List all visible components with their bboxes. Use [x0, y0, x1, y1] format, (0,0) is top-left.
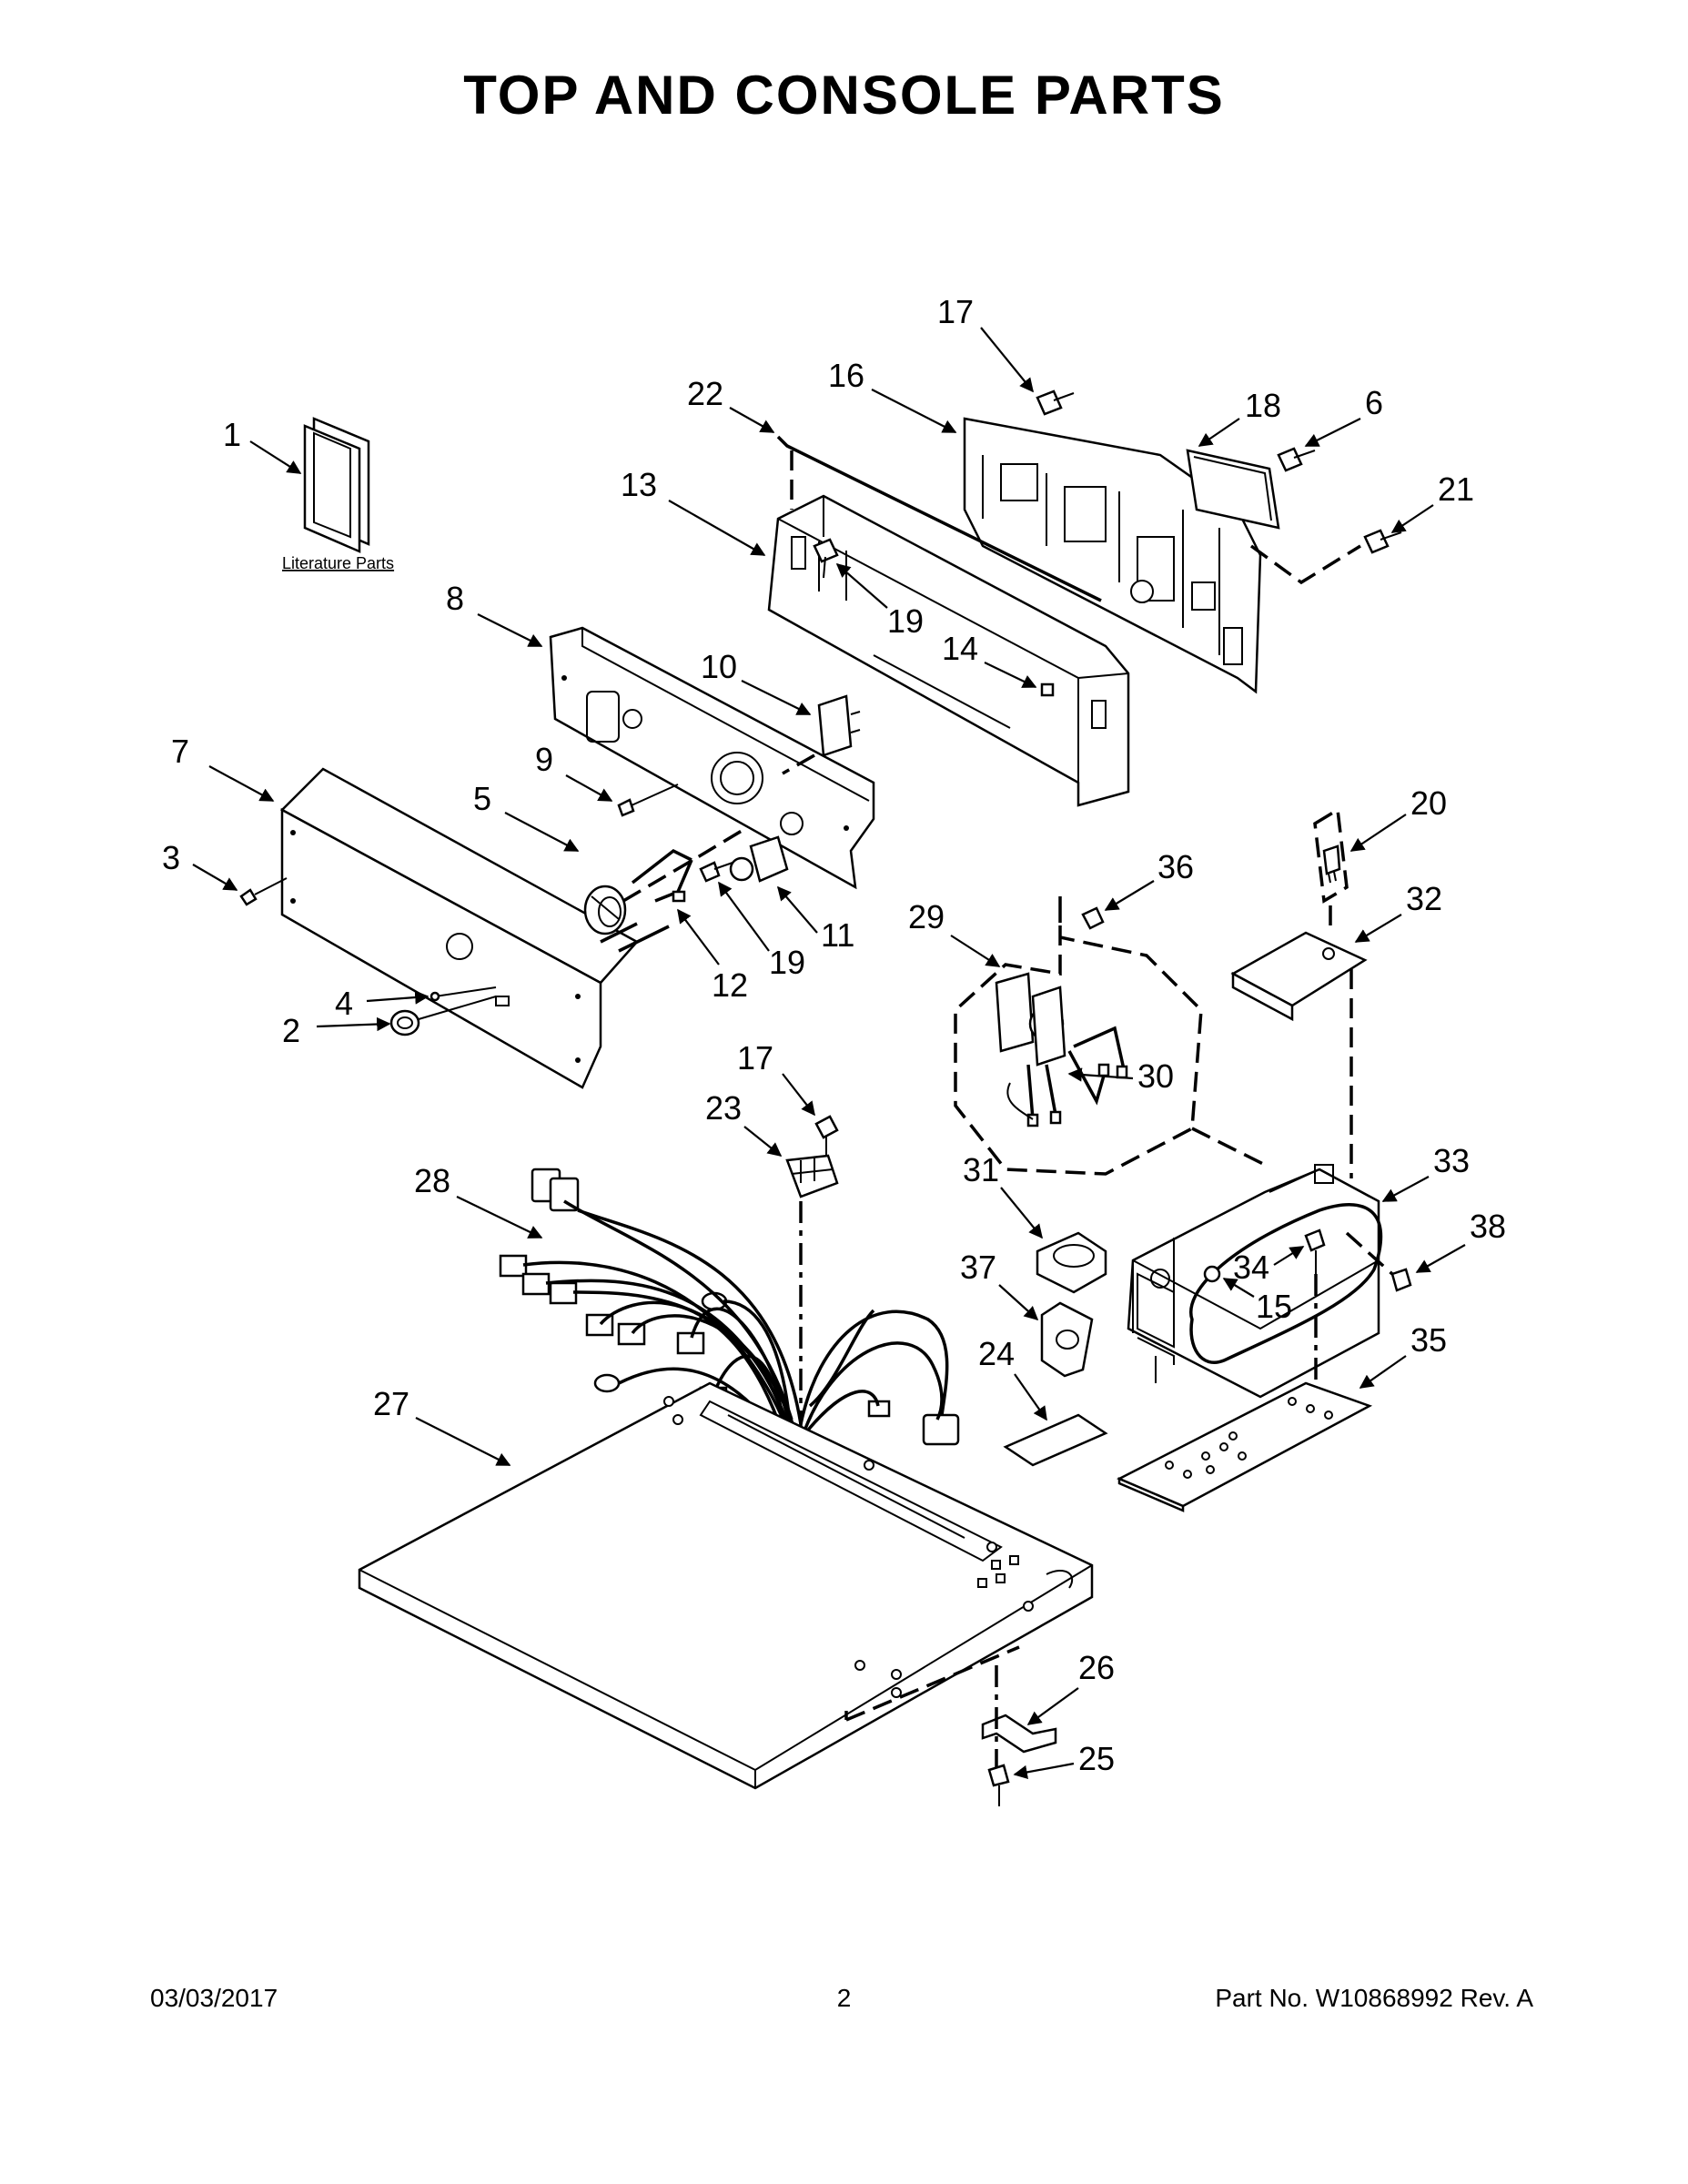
- callout-6[interactable]: 6: [1365, 384, 1383, 421]
- part-11-rotary-control[interactable]: [729, 835, 789, 883]
- callout-10[interactable]: 10: [701, 648, 737, 685]
- callout-11[interactable]: 11: [821, 916, 854, 954]
- callout-30[interactable]: 30: [1137, 1057, 1174, 1095]
- callout-1[interactable]: 1: [223, 416, 241, 453]
- part-26-bracket[interactable]: [981, 1714, 1057, 1754]
- part-29-door-switch[interactable]: [995, 972, 1066, 1067]
- part-18-control-board[interactable]: [1186, 449, 1280, 530]
- callout-26[interactable]: 26: [1078, 1649, 1115, 1686]
- part-35-insulation-sheet[interactable]: [1117, 1381, 1373, 1512]
- part-5-knob[interactable]: [583, 885, 627, 935]
- part-3-screw[interactable]: [239, 877, 288, 906]
- part-37-gasket[interactable]: [1040, 1301, 1094, 1378]
- part-7-console-front[interactable]: [279, 767, 639, 1089]
- callout-37[interactable]: 37: [960, 1249, 996, 1286]
- sub-assembly-boundary: [954, 896, 1203, 1176]
- callout-13[interactable]: 13: [621, 466, 657, 503]
- part-1-literature[interactable]: [303, 417, 370, 553]
- callout-27[interactable]: 27: [373, 1385, 409, 1422]
- footer-part-number: Part No. W10868992 Rev. A: [1215, 1984, 1533, 2012]
- callout-17-lower[interactable]: 17: [737, 1039, 773, 1077]
- callout-7[interactable]: 7: [171, 733, 189, 770]
- part-20-lamp[interactable]: [1322, 844, 1341, 884]
- part-8-console-panel[interactable]: [549, 626, 875, 890]
- part-17-screw-top[interactable]: [1036, 389, 1075, 416]
- callouts: 1 2 3 4 5 6 7 8 9 10 11 12 13 14 15 16 1: [162, 293, 1506, 1780]
- callout-38[interactable]: 38: [1470, 1208, 1506, 1245]
- part-27-top-panel[interactable]: [358, 1381, 1094, 1790]
- assembly-line-21: [1249, 544, 1361, 585]
- footer-page-number: 2: [836, 1984, 852, 2012]
- callout-5[interactable]: 5: [473, 780, 491, 817]
- callout-23[interactable]: 23: [705, 1089, 742, 1127]
- callout-3[interactable]: 3: [162, 839, 180, 876]
- part-23-terminal-block[interactable]: [785, 1154, 839, 1198]
- callout-35[interactable]: 35: [1410, 1321, 1447, 1359]
- callout-21[interactable]: 21: [1438, 470, 1474, 508]
- callout-12[interactable]: 12: [712, 966, 748, 1004]
- part-34-screw[interactable]: [1304, 1228, 1326, 1274]
- callout-16[interactable]: 16: [828, 357, 864, 394]
- callout-24[interactable]: 24: [978, 1335, 1015, 1372]
- part-38-clip[interactable]: [1390, 1268, 1412, 1292]
- part-2-button-bumper[interactable]: [389, 996, 497, 1036]
- callout-31[interactable]: 31: [963, 1151, 999, 1188]
- callout-36[interactable]: 36: [1157, 848, 1194, 885]
- callout-9[interactable]: 9: [535, 741, 553, 778]
- callout-34[interactable]: 34: [1233, 1249, 1269, 1286]
- callout-14[interactable]: 14: [942, 630, 978, 667]
- footer-date: 03/03/2017: [150, 1984, 278, 2012]
- part-33-gasket: [1189, 1203, 1383, 1364]
- part-9-screw[interactable]: [617, 784, 679, 817]
- callout-2[interactable]: 2: [282, 1012, 300, 1049]
- callout-32[interactable]: 32: [1406, 880, 1442, 917]
- literature-parts-label[interactable]: Literature Parts: [282, 554, 394, 572]
- callout-19-upper[interactable]: 19: [887, 602, 924, 640]
- part-24-plate[interactable]: [1003, 1413, 1108, 1467]
- callout-17-top[interactable]: 17: [937, 293, 974, 330]
- callout-18[interactable]: 18: [1245, 387, 1281, 424]
- part-21-screw[interactable]: [1363, 529, 1402, 554]
- part-6-screw[interactable]: [1277, 447, 1316, 472]
- callout-33[interactable]: 33: [1433, 1142, 1470, 1179]
- part-25-screw[interactable]: [987, 1764, 1010, 1806]
- callout-19-lower[interactable]: 19: [769, 944, 805, 981]
- part-30-harness[interactable]: [1006, 1026, 1128, 1127]
- part-4-push-pin[interactable]: [430, 986, 497, 1002]
- part-22-wire-rod[interactable]: [776, 435, 1102, 602]
- part-19-screw-upper[interactable]: [813, 538, 839, 579]
- callout-28[interactable]: 28: [414, 1162, 450, 1199]
- part-36-screw[interactable]: [1081, 906, 1105, 930]
- callout-15[interactable]: 15: [1256, 1288, 1292, 1325]
- callout-22[interactable]: 22: [687, 375, 723, 412]
- callout-4[interactable]: 4: [335, 985, 353, 1022]
- callout-25[interactable]: 25: [1078, 1740, 1115, 1777]
- part-28-wire-harness[interactable]: [499, 1168, 960, 1446]
- callout-29[interactable]: 29: [908, 898, 945, 935]
- page-title: TOP AND CONSOLE PARTS: [463, 65, 1225, 126]
- callout-8[interactable]: 8: [446, 580, 464, 617]
- part-16-console-rear-panel[interactable]: [963, 417, 1262, 694]
- part-14-clip[interactable]: [1040, 682, 1055, 697]
- part-15-grommet[interactable]: [1203, 1265, 1221, 1283]
- part-31-lens[interactable]: [1036, 1231, 1107, 1294]
- part-10-switch[interactable]: [817, 694, 861, 757]
- callout-20[interactable]: 20: [1410, 784, 1447, 822]
- part-32-cover-plate[interactable]: [1230, 931, 1368, 1022]
- part-19-screw-lower[interactable]: [699, 861, 733, 883]
